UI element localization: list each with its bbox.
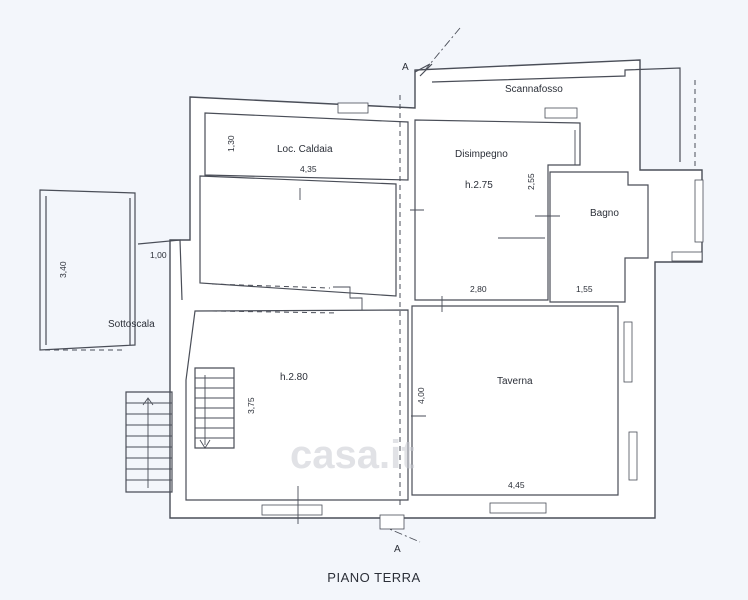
section-marker-box xyxy=(379,514,405,530)
dim-caldaia-height: 1,30 xyxy=(226,135,236,152)
scannafosso-dashed-edge xyxy=(679,68,696,170)
dim-sottoscala-width: 1,00 xyxy=(150,250,167,260)
section-arrow-top xyxy=(414,63,433,77)
room-label-taverna: Taverna xyxy=(497,376,533,387)
window-taverna-1 xyxy=(623,321,633,383)
sottoscala-annex xyxy=(39,189,183,351)
dim-caldaia-width: 4,35 xyxy=(300,164,317,174)
outer-wall xyxy=(169,59,703,519)
external-staircase xyxy=(125,391,173,493)
room-label-sottoscala: Sottoscala xyxy=(108,319,155,330)
window-bagno-bottom xyxy=(671,251,703,262)
section-marker-top: A xyxy=(402,62,409,73)
room-height-disimpegno: h.2.75 xyxy=(465,180,493,191)
window-disimpegno xyxy=(544,107,578,119)
section-marker-bottom: A xyxy=(394,544,401,555)
floor-title: PIANO TERRA xyxy=(327,570,421,585)
window-south-1 xyxy=(261,504,323,516)
dim-disimpegno-height: 2,55 xyxy=(526,173,536,190)
door-ticks xyxy=(297,188,560,524)
window-caldaia xyxy=(337,102,369,114)
room-label-disimpegno: Disimpegno xyxy=(455,149,508,160)
dim-sottoscala-height: 3,40 xyxy=(58,261,68,278)
dim-disimpegno-width: 2,80 xyxy=(470,284,487,294)
dim-taverna-height: 4,00 xyxy=(416,387,426,404)
watermark-text: casa.it xyxy=(290,433,415,477)
room-label-scannafosso: Scannafosso xyxy=(505,84,563,95)
room-height-main: h.2.80 xyxy=(280,372,308,383)
dashed-separations xyxy=(45,95,401,508)
window-bagno xyxy=(694,179,704,243)
dim-bagno-width: 1,55 xyxy=(576,284,593,294)
interior-staircase xyxy=(194,367,235,449)
room-label-bagno: Bagno xyxy=(590,208,619,219)
window-south-2 xyxy=(489,502,547,514)
dim-main-height: 3,75 xyxy=(246,397,256,414)
interior-walls xyxy=(185,112,649,501)
room-label-caldaia: Loc. Caldaia xyxy=(277,144,333,155)
window-taverna-2 xyxy=(628,431,638,481)
stepped-walls xyxy=(333,130,576,310)
dim-taverna-width: 4,45 xyxy=(508,480,525,490)
